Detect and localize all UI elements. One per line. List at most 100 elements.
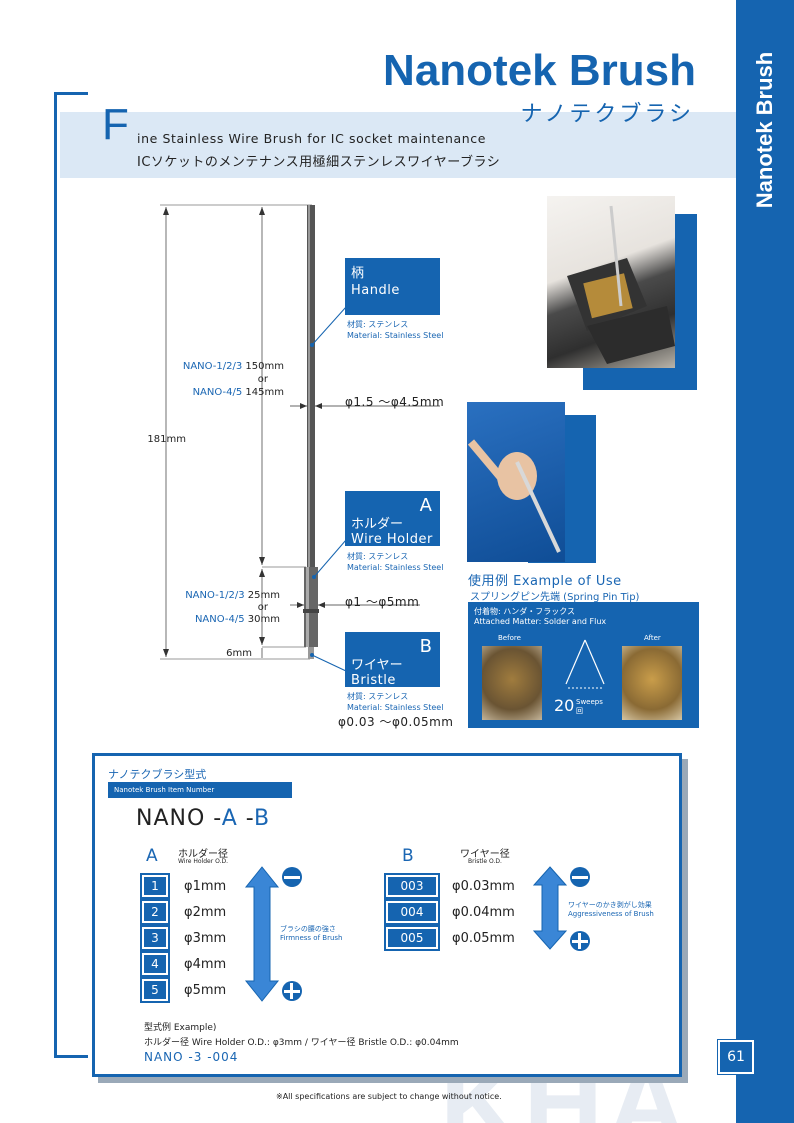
b-code: 003 <box>384 873 440 899</box>
leader-holder <box>313 539 347 578</box>
callout-holder: A ホルダー Wire Holder <box>345 491 440 547</box>
arrow-handle-bottom <box>259 557 265 565</box>
dim-bristle-label: 6mm <box>226 648 252 659</box>
page-title: Nanotek Brush <box>383 46 696 95</box>
handle-or: or <box>257 374 268 385</box>
a-val: φ2mm <box>184 904 227 920</box>
attached-jp: 付着物: ハンダ・フラックス <box>474 607 575 616</box>
a-firmness-arrows <box>244 866 302 1002</box>
socket-base <box>587 306 675 364</box>
arrow-holder-bottom <box>259 637 265 645</box>
before-photo <box>482 646 542 720</box>
side-bar <box>736 0 794 1123</box>
a-code: 5 <box>140 977 170 1003</box>
double-arrow-icon <box>244 866 280 1002</box>
item-title-en: Nanotek Brush Item Number <box>108 782 292 798</box>
sweep-diagram <box>565 639 605 689</box>
example-use-title: 使用例 Example of Use <box>468 574 622 589</box>
left-frame <box>54 92 88 1058</box>
b-row: 004 φ0.04mm <box>384 899 515 925</box>
b-val: φ0.04mm <box>452 904 515 920</box>
header-band <box>60 112 736 178</box>
dia-holder-arrow-right <box>318 602 325 608</box>
b-val: φ0.05mm <box>452 930 515 946</box>
arrow-handle-top <box>259 207 265 215</box>
minus-icon-bar <box>284 876 300 879</box>
page-title-jp: ナノテクブラシ <box>520 102 694 127</box>
sweep-line-left <box>565 639 586 685</box>
a-row: 2 φ2mm <box>140 899 227 925</box>
example-code: NANO -3 -004 <box>144 1050 239 1064</box>
minus-icon-bar <box>572 876 588 879</box>
callout-bristle: B ワイヤー Bristle <box>345 632 440 688</box>
a-arrow-jp: ブラシの腰の強さ <box>280 925 336 933</box>
subtitle-jp: ICソケットのメンテナンス用極細ステンレスワイヤーブラシ <box>137 155 501 170</box>
format-dash: - <box>237 806 254 831</box>
a-val: φ5mm <box>184 982 227 998</box>
dia-handle-label: φ1.5 〜φ4.5mm <box>345 395 445 409</box>
page-number: 61 <box>717 1039 755 1075</box>
arrow-holder-top <box>259 569 265 577</box>
a-val: φ4mm <box>184 956 227 972</box>
a-code: 2 <box>140 899 170 925</box>
sweeps-jp: 回 <box>576 707 583 715</box>
holder-models-a: NANO-1/2/3 <box>185 590 245 601</box>
example-label: 型式例 Example) <box>144 1023 217 1033</box>
holder-highlight <box>306 567 309 647</box>
arrow-181-bottom <box>163 649 169 657</box>
dia-handle-arrow-right <box>315 403 322 409</box>
photo-socket-overlay <box>567 205 675 364</box>
handle-jp: 柄 <box>351 266 365 281</box>
dim-holder-label: NANO-1/2/3 25mm or NANO-4/5 30mm <box>150 590 280 626</box>
bristle-mat-jp: 材質: ステンレス <box>347 692 409 701</box>
brush-diagram <box>160 204 440 672</box>
holder-val-a: 25mm <box>247 590 280 601</box>
handle-val-a: 150mm <box>245 361 284 372</box>
handle-material: 材質: ステンレス Material: Stainless Steel <box>347 319 443 341</box>
handle-mat-en: Material: Stainless Steel <box>347 331 444 340</box>
a-val: φ3mm <box>184 930 227 946</box>
brush-in-photo <box>609 205 623 307</box>
holder-val-b: 30mm <box>247 614 280 625</box>
bristle-tip <box>308 647 314 659</box>
handle-highlight <box>308 205 310 567</box>
after-photo <box>622 646 682 720</box>
plus-icon-v <box>578 933 581 949</box>
side-title: Nanotek Brush <box>736 0 794 260</box>
dia-holder-arrow-left <box>297 602 304 608</box>
dia-handle-arrow-left <box>300 403 307 409</box>
a-arrow-en: Firmness of Brush <box>280 934 343 942</box>
a-row: 5 φ5mm <box>140 977 227 1003</box>
leader-handle <box>311 306 347 346</box>
format-prefix: NANO - <box>136 806 222 831</box>
b-code: 004 <box>384 899 440 925</box>
a-code: 4 <box>140 951 170 977</box>
attached-en: Attached Matter: Solder and Flux <box>474 617 607 626</box>
a-code: 1 <box>140 873 170 899</box>
dim-total-label: 181mm <box>147 434 186 445</box>
format-b: B <box>253 806 271 831</box>
dia-holder-label: φ1 〜φ5mm <box>345 595 420 609</box>
b-aggressiveness-arrows <box>532 866 590 951</box>
holder-mat-jp: 材質: ステンレス <box>347 552 409 561</box>
arrow-181-top <box>163 207 169 215</box>
leader-holder-dot <box>312 575 316 579</box>
handle-mat-jp: 材質: ステンレス <box>347 320 409 329</box>
subtitle-en: ine Stainless Wire Brush for IC socket m… <box>137 131 487 146</box>
b-arrow-en: Aggressiveness of Brush <box>568 910 654 918</box>
handle-models-b: NANO-4/5 <box>192 387 243 398</box>
holder-letter: A <box>419 495 432 516</box>
handle-val-b: 145mm <box>245 387 284 398</box>
handle-models-a: NANO-1/2/3 <box>182 361 243 372</box>
b-code: 005 <box>384 925 440 951</box>
callout-handle: 柄 Handle <box>345 258 440 315</box>
brush-in-hand <box>515 461 561 553</box>
a-label-jp: ホルダー径 <box>178 849 228 860</box>
leader-bristle-dot <box>310 653 314 657</box>
sweep-line-right <box>584 639 605 685</box>
sweeps-en: Sweeps <box>576 698 603 706</box>
holder-ring <box>303 609 319 613</box>
